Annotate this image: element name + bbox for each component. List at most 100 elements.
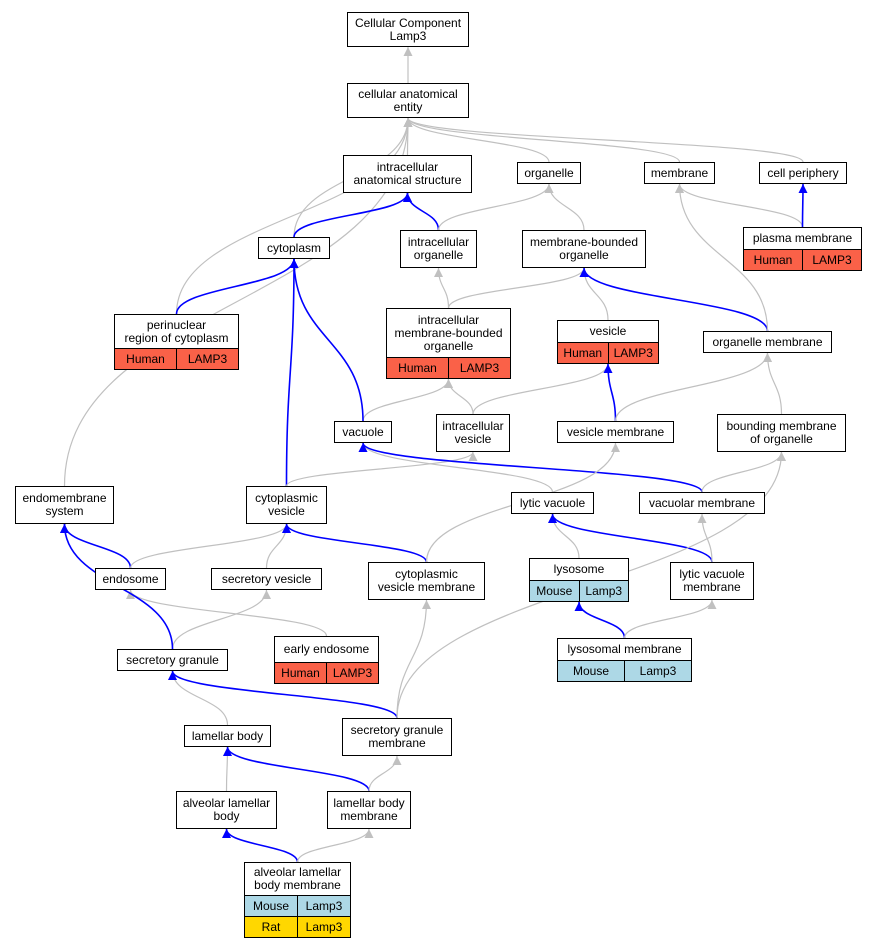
gene-cell: Lamp3 xyxy=(297,896,350,916)
node-bmo[interactable]: bounding membrane of organelle xyxy=(717,414,846,452)
species-cell: Human xyxy=(281,665,320,680)
edge-is-a xyxy=(296,828,374,863)
edge-is-a xyxy=(623,599,717,639)
node-label: bounding membrane of organelle xyxy=(726,419,837,446)
node-label: early endosome xyxy=(283,642,370,656)
edge-is-a xyxy=(222,746,232,792)
edge-part-of xyxy=(548,513,713,563)
node-endomem[interactable]: endomembrane system xyxy=(15,486,114,524)
edge-part-of xyxy=(603,363,617,422)
node-lvm[interactable]: lytic vacuole membrane xyxy=(670,562,754,600)
edge-part-of xyxy=(175,258,299,315)
node-vacuole[interactable]: vacuole xyxy=(334,421,392,443)
node-secgran[interactable]: secretory granule xyxy=(117,649,228,671)
node-label: cytoplasmic vesicle membrane xyxy=(377,567,476,594)
edge-is-a xyxy=(763,352,783,415)
edge-is-a xyxy=(447,267,589,309)
node-secves[interactable]: secretory vesicle xyxy=(211,568,322,590)
gene-cell: LAMP3 xyxy=(176,349,238,369)
edge-part-of xyxy=(574,601,626,639)
edge-part-of xyxy=(798,183,808,228)
edge-is-a xyxy=(168,670,229,726)
edge-is-a xyxy=(126,589,328,637)
edge-is-a xyxy=(614,352,772,422)
node-label: vacuolar membrane xyxy=(648,495,756,510)
edge-part-of xyxy=(358,442,703,493)
node-label: lamellar body xyxy=(191,728,264,743)
node-label: cellular anatomical entity xyxy=(358,86,458,114)
node-organelle[interactable]: organelle xyxy=(517,162,581,184)
edge-is-a xyxy=(544,183,585,231)
node-vacmem[interactable]: vacuolar membrane xyxy=(639,492,765,514)
node-cae[interactable]: cellular anatomical entity xyxy=(347,83,469,118)
edge-part-of xyxy=(289,258,364,422)
edge-is-a xyxy=(434,267,450,309)
node-endosome[interactable]: endosome xyxy=(95,568,166,590)
node-orgmem[interactable]: organelle membrane xyxy=(703,331,832,353)
node-label: lytic vacuole xyxy=(519,495,586,510)
node-label: Cellular Component Lamp3 xyxy=(354,15,462,43)
node-cytoplasm[interactable]: cytoplasm xyxy=(258,237,330,259)
node-label: organelle xyxy=(524,165,574,180)
node-intorg[interactable]: intracellular organelle xyxy=(400,230,477,268)
species-cell: Mouse xyxy=(252,898,290,913)
edge-part-of xyxy=(579,267,769,332)
edge-is-a xyxy=(444,378,474,415)
node-mbo[interactable]: membrane-bounded organelle xyxy=(522,230,646,268)
node-cytves[interactable]: cytoplasmic vesicle xyxy=(246,486,327,524)
edge-is-a xyxy=(701,451,786,493)
edge-part-of xyxy=(168,670,398,719)
node-lambody[interactable]: lamellar body xyxy=(184,725,271,747)
node-lbm[interactable]: lamellar body membrane xyxy=(327,791,411,829)
node-label: cytoplasmic vesicle xyxy=(255,491,318,518)
node-label: cell periphery xyxy=(767,165,839,180)
node-label: intracellular vesicle xyxy=(442,419,504,446)
gene-cell: LAMP3 xyxy=(448,358,510,378)
node-label: membrane xyxy=(650,165,709,180)
edge-part-of xyxy=(403,192,440,231)
node-intves[interactable]: intracellular vesicle xyxy=(436,414,510,452)
node-label: secretory granule membrane xyxy=(350,723,444,750)
edge-part-of xyxy=(223,746,370,792)
node-label: vesicle xyxy=(589,324,627,338)
species-cell: Rat xyxy=(261,919,281,934)
edge-is-a xyxy=(403,117,681,163)
node-alb[interactable]: alveolar lamellar body xyxy=(176,791,277,829)
edge-is-a xyxy=(175,117,413,315)
node-label: secretory granule xyxy=(126,652,219,667)
node-cellper[interactable]: cell periphery xyxy=(759,162,847,184)
node-label: membrane-bounded organelle xyxy=(529,235,639,262)
node-vesmem[interactable]: vesicle membrane xyxy=(557,421,674,443)
node-sgm[interactable]: secretory granule membrane xyxy=(342,718,452,756)
gene-cell: LAMP3 xyxy=(607,343,659,363)
node-cvm[interactable]: cytoplasmic vesicle membrane xyxy=(368,562,485,600)
edge-is-a xyxy=(403,117,550,163)
node-cc[interactable]: Cellular Component Lamp3 xyxy=(347,12,469,47)
node-label: lytic vacuole membrane xyxy=(679,567,745,594)
node-label: intracellular membrane-bounded organelle xyxy=(394,312,503,353)
node-membrane[interactable]: membrane xyxy=(644,162,715,184)
node-lytvac[interactable]: lytic vacuole xyxy=(511,492,594,514)
edge-is-a xyxy=(472,363,613,415)
node-imbo[interactable]: intracellular membrane-bounded organelle… xyxy=(386,308,511,379)
edge-is-a xyxy=(265,523,291,569)
node-label: vacuole xyxy=(342,424,384,439)
node-ias[interactable]: intracellular anatomical structure xyxy=(343,155,472,193)
edge-is-a xyxy=(285,451,478,487)
node-label: endomembrane system xyxy=(22,491,107,518)
node-label: organelle membrane xyxy=(712,334,823,349)
